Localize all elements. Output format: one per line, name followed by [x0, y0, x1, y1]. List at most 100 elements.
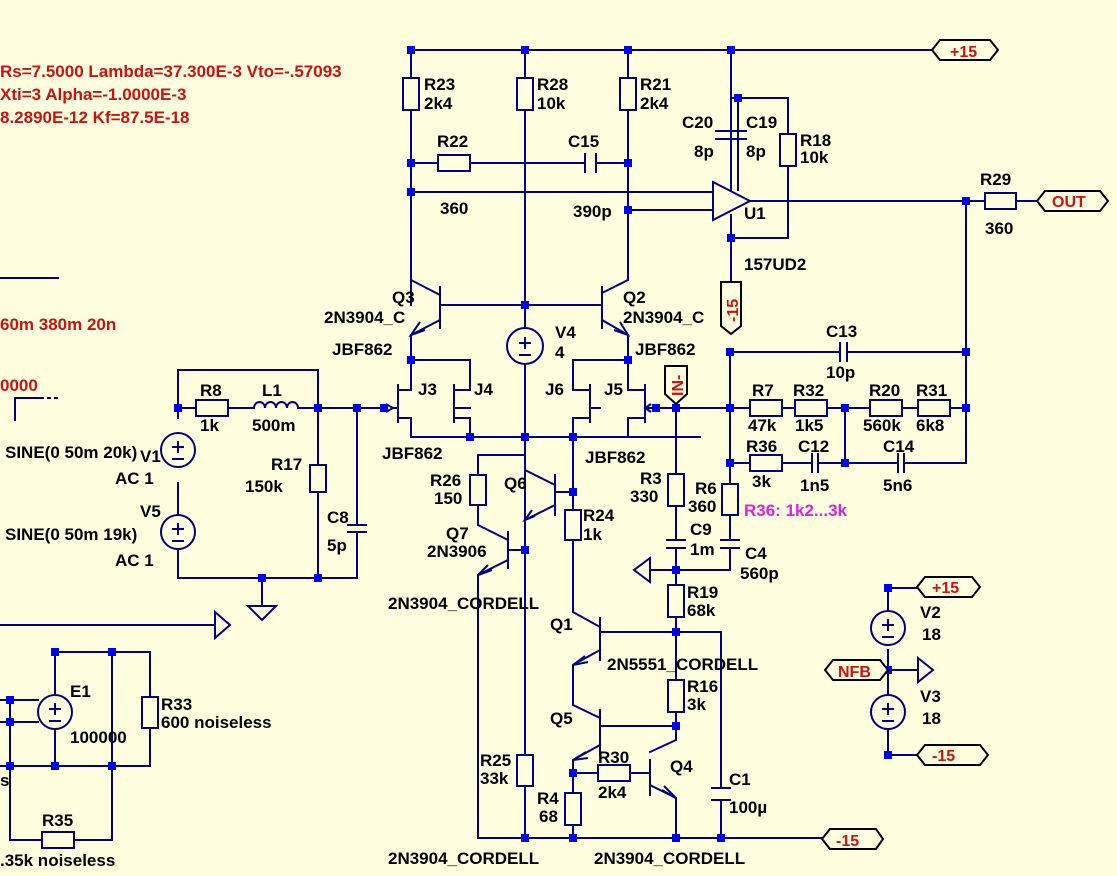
svg-text:R31: R31 — [916, 381, 947, 400]
svg-text:J6: J6 — [545, 380, 564, 399]
svg-text:6k8: 6k8 — [916, 416, 944, 435]
net-flag-in: IN- — [664, 365, 688, 406]
svg-text:R23: R23 — [424, 75, 455, 94]
svg-text:R20: R20 — [869, 381, 900, 400]
svg-text:+15: +15 — [950, 44, 977, 61]
svg-text:SINE(0 50m 19k): SINE(0 50m 19k) — [5, 525, 137, 544]
svg-text:2N3904_CORDELL: 2N3904_CORDELL — [388, 849, 539, 868]
svg-text:2k4: 2k4 — [640, 94, 669, 113]
svg-text:18: 18 — [922, 625, 941, 644]
svg-text:R7: R7 — [752, 381, 774, 400]
net-flag-vpos-top: +15 — [930, 39, 1000, 61]
svg-text:150: 150 — [434, 489, 462, 508]
svg-text:Q6: Q6 — [504, 474, 527, 493]
svg-text:8p: 8p — [746, 142, 766, 161]
svg-text:Xti=3 Alpha=-1.0000E-3: Xti=3 Alpha=-1.0000E-3 — [0, 85, 186, 104]
svg-text:V1: V1 — [140, 447, 161, 466]
net-flag-out: OUT — [1035, 190, 1110, 212]
svg-text:360: 360 — [688, 497, 716, 516]
svg-text:C8: C8 — [327, 508, 349, 527]
svg-text:R33: R33 — [161, 695, 192, 714]
svg-text:8.2890E-12 Kf=87.5E-18: 8.2890E-12 Kf=87.5E-18 — [0, 108, 190, 127]
junction-dots — [6, 46, 970, 842]
svg-text:2N3904_C: 2N3904_C — [623, 308, 704, 327]
svg-text:10k: 10k — [800, 148, 829, 167]
svg-text:R22: R22 — [437, 132, 468, 151]
svg-text:60m 380m 20n: 60m 380m 20n — [0, 315, 116, 334]
svg-text:R26: R26 — [430, 471, 461, 490]
svg-text:R19: R19 — [687, 583, 718, 602]
svg-text:C15: C15 — [568, 132, 599, 151]
svg-text:s: s — [0, 771, 9, 790]
svg-text:150k: 150k — [245, 477, 283, 496]
svg-text:2k4: 2k4 — [424, 94, 453, 113]
svg-text:R25: R25 — [480, 751, 511, 770]
svg-text:E1: E1 — [70, 682, 91, 701]
svg-text:0000: 0000 — [0, 376, 38, 395]
svg-text:1k: 1k — [583, 525, 602, 544]
svg-text:JBF862: JBF862 — [382, 444, 442, 463]
svg-text:J4: J4 — [474, 380, 493, 399]
component-symbols — [37, 77, 1017, 849]
svg-text:V3: V3 — [920, 687, 941, 706]
svg-text:-15: -15 — [725, 299, 742, 322]
svg-text:R24: R24 — [583, 506, 615, 525]
svg-text:R4: R4 — [537, 789, 559, 808]
svg-text:4: 4 — [555, 343, 565, 362]
net-flag-vpos-v2: +15 — [915, 576, 982, 598]
svg-text:100000: 100000 — [70, 728, 127, 747]
svg-text:C1: C1 — [729, 770, 751, 789]
svg-text:IN-: IN- — [670, 375, 687, 396]
svg-text:R21: R21 — [640, 75, 671, 94]
svg-text:330: 330 — [630, 487, 658, 506]
svg-text:C13: C13 — [826, 322, 857, 341]
svg-text:V5: V5 — [140, 502, 161, 521]
svg-text:1m: 1m — [690, 540, 715, 559]
net-flag-vneg-bottom: -15 — [820, 828, 885, 850]
svg-text:R29: R29 — [980, 170, 1011, 189]
svg-text:NFB: NFB — [838, 664, 871, 681]
svg-text:157UD2: 157UD2 — [744, 255, 806, 274]
svg-text:R3: R3 — [640, 469, 662, 488]
svg-text:560p: 560p — [740, 564, 779, 583]
svg-text:3k: 3k — [752, 472, 771, 491]
net-flag-vneg-v3: -15 — [915, 744, 990, 766]
svg-text:2N3904_CORDELL: 2N3904_CORDELL — [594, 849, 745, 868]
spice-directive: Rs=7.5000 Lambda=37.300E-3 Vto=-.57093 X… — [0, 62, 342, 395]
svg-text:2N3904_CORDELL: 2N3904_CORDELL — [388, 594, 539, 613]
symbol-details — [40, 98, 935, 801]
svg-text:U1: U1 — [744, 204, 766, 223]
svg-text:R36: 1k2...3k: R36: 1k2...3k — [744, 501, 848, 520]
svg-text:R8: R8 — [200, 381, 222, 400]
svg-text:600 noiseless: 600 noiseless — [161, 713, 272, 732]
svg-text:R17: R17 — [271, 455, 302, 474]
svg-text:SINE(0 50m 20k): SINE(0 50m 20k) — [5, 443, 137, 462]
svg-text:C19: C19 — [746, 113, 777, 132]
svg-text:AC 1: AC 1 — [115, 551, 154, 570]
svg-text:R18: R18 — [800, 131, 831, 150]
svg-text:Q7: Q7 — [446, 524, 469, 543]
svg-text:.35k noiseless: .35k noiseless — [0, 851, 115, 870]
svg-text:560k: 560k — [863, 416, 901, 435]
svg-text:V2: V2 — [920, 603, 941, 622]
svg-text:500m: 500m — [252, 416, 295, 435]
schematic-wires — [0, 49, 1046, 841]
svg-text:3k: 3k — [687, 695, 706, 714]
svg-text:Q5: Q5 — [550, 709, 573, 728]
svg-text:1k: 1k — [200, 416, 219, 435]
svg-text:JBF862: JBF862 — [585, 448, 645, 467]
svg-text:C9: C9 — [690, 520, 712, 539]
svg-text:R28: R28 — [537, 75, 568, 94]
svg-text:68: 68 — [539, 807, 558, 826]
svg-text:8p: 8p — [694, 142, 714, 161]
svg-text:R16: R16 — [687, 677, 718, 696]
svg-text:5n6: 5n6 — [883, 476, 912, 495]
svg-text:2k4: 2k4 — [598, 783, 627, 802]
svg-text:C14: C14 — [883, 437, 915, 456]
svg-text:Q2: Q2 — [623, 288, 646, 307]
net-flag-vneg-u1: -15 — [720, 281, 742, 336]
svg-text:47k: 47k — [748, 416, 777, 435]
svg-text:33k: 33k — [480, 769, 509, 788]
svg-text:J3: J3 — [418, 380, 437, 399]
svg-text:2N5551_CORDELL: 2N5551_CORDELL — [607, 655, 758, 674]
